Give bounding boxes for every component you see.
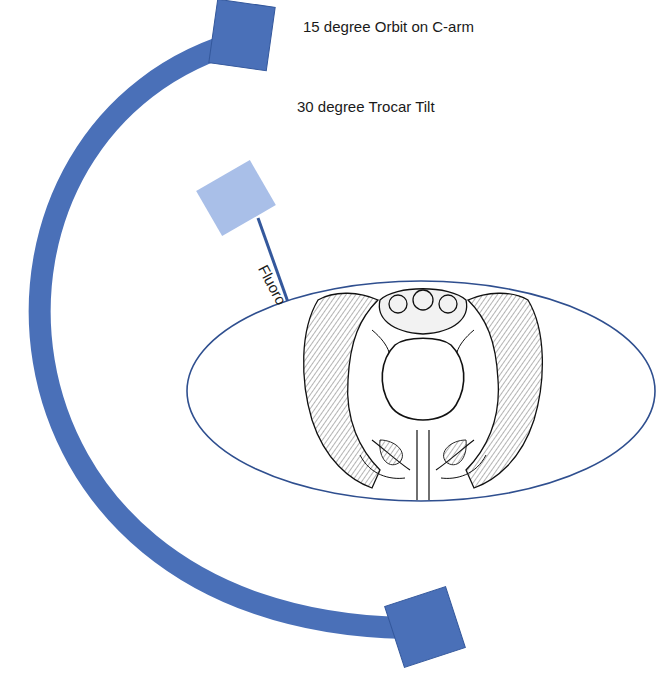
- pelvis-illustration: [304, 289, 543, 500]
- c-arm-source: [385, 587, 466, 668]
- trocar-handle: [196, 160, 276, 236]
- trocar-tilt-label: 30 degree Trocar Tilt: [297, 98, 435, 116]
- fluoro-label: Fluoro: [254, 262, 290, 308]
- body-outline: [187, 281, 655, 501]
- orbit-label: 15 degree Orbit on C-arm: [303, 18, 474, 36]
- c-arm-detector: [209, 0, 275, 71]
